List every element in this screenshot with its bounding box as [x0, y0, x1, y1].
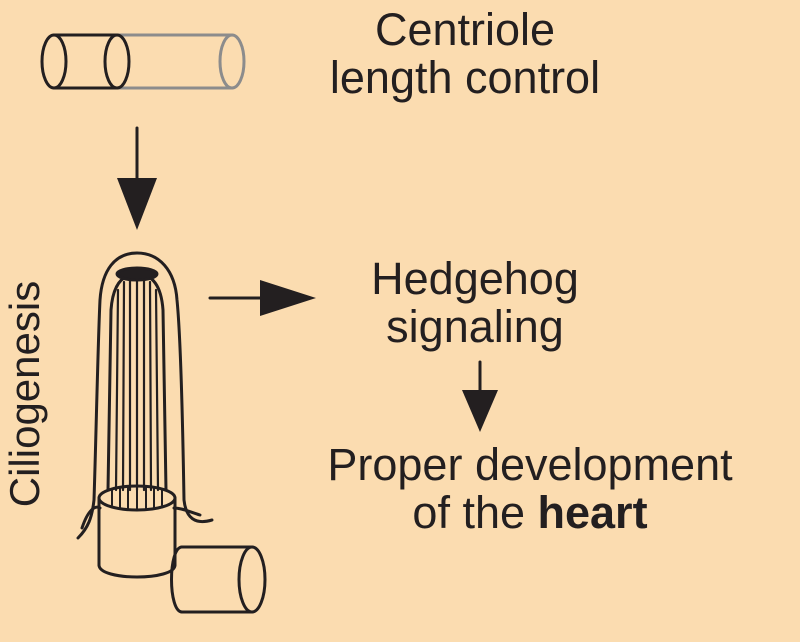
cilium	[76, 251, 214, 540]
centriole-faded-end	[218, 33, 246, 90]
label-heart-bold: heart	[537, 487, 648, 538]
label-heart-line1: Proper development	[327, 439, 733, 490]
label-ciliogenesis: Ciliogenesis	[1, 280, 48, 508]
centriole-back-end	[40, 33, 68, 90]
centriole-cylinder-top	[40, 33, 246, 90]
basal-body-bottom	[97, 563, 177, 579]
centriole-body	[52, 33, 119, 90]
centriole-faded-extension	[115, 33, 234, 90]
label-hedgehog-line1: Hedgehog	[371, 253, 579, 304]
label-heart-line2: of the heart	[270, 489, 790, 537]
ciliary-membrane	[76, 251, 214, 540]
microtubule-lines	[114, 277, 160, 492]
centriole-front-end	[103, 33, 131, 90]
basal-body	[97, 484, 177, 579]
label-heart-prefix: of the	[412, 487, 538, 538]
label-hedgehog-signaling: Hedgehog signaling	[310, 255, 640, 351]
label-centriole-length-control: Centriole length control	[255, 6, 675, 102]
arrow-hedgehog-to-heart	[462, 360, 498, 432]
basal-body-triplets	[111, 485, 163, 511]
label-centriole-line1: Centriole	[374, 4, 556, 55]
arrow-cilium-to-hedgehog	[208, 280, 316, 316]
label-hedgehog-line2: signaling	[386, 301, 564, 352]
daughter-centriole	[170, 545, 267, 614]
label-proper-development-heart: Proper development of the heart	[270, 441, 790, 537]
arrow-centriole-to-cilium	[117, 126, 157, 230]
label-centriole-line2: length control	[329, 52, 601, 103]
